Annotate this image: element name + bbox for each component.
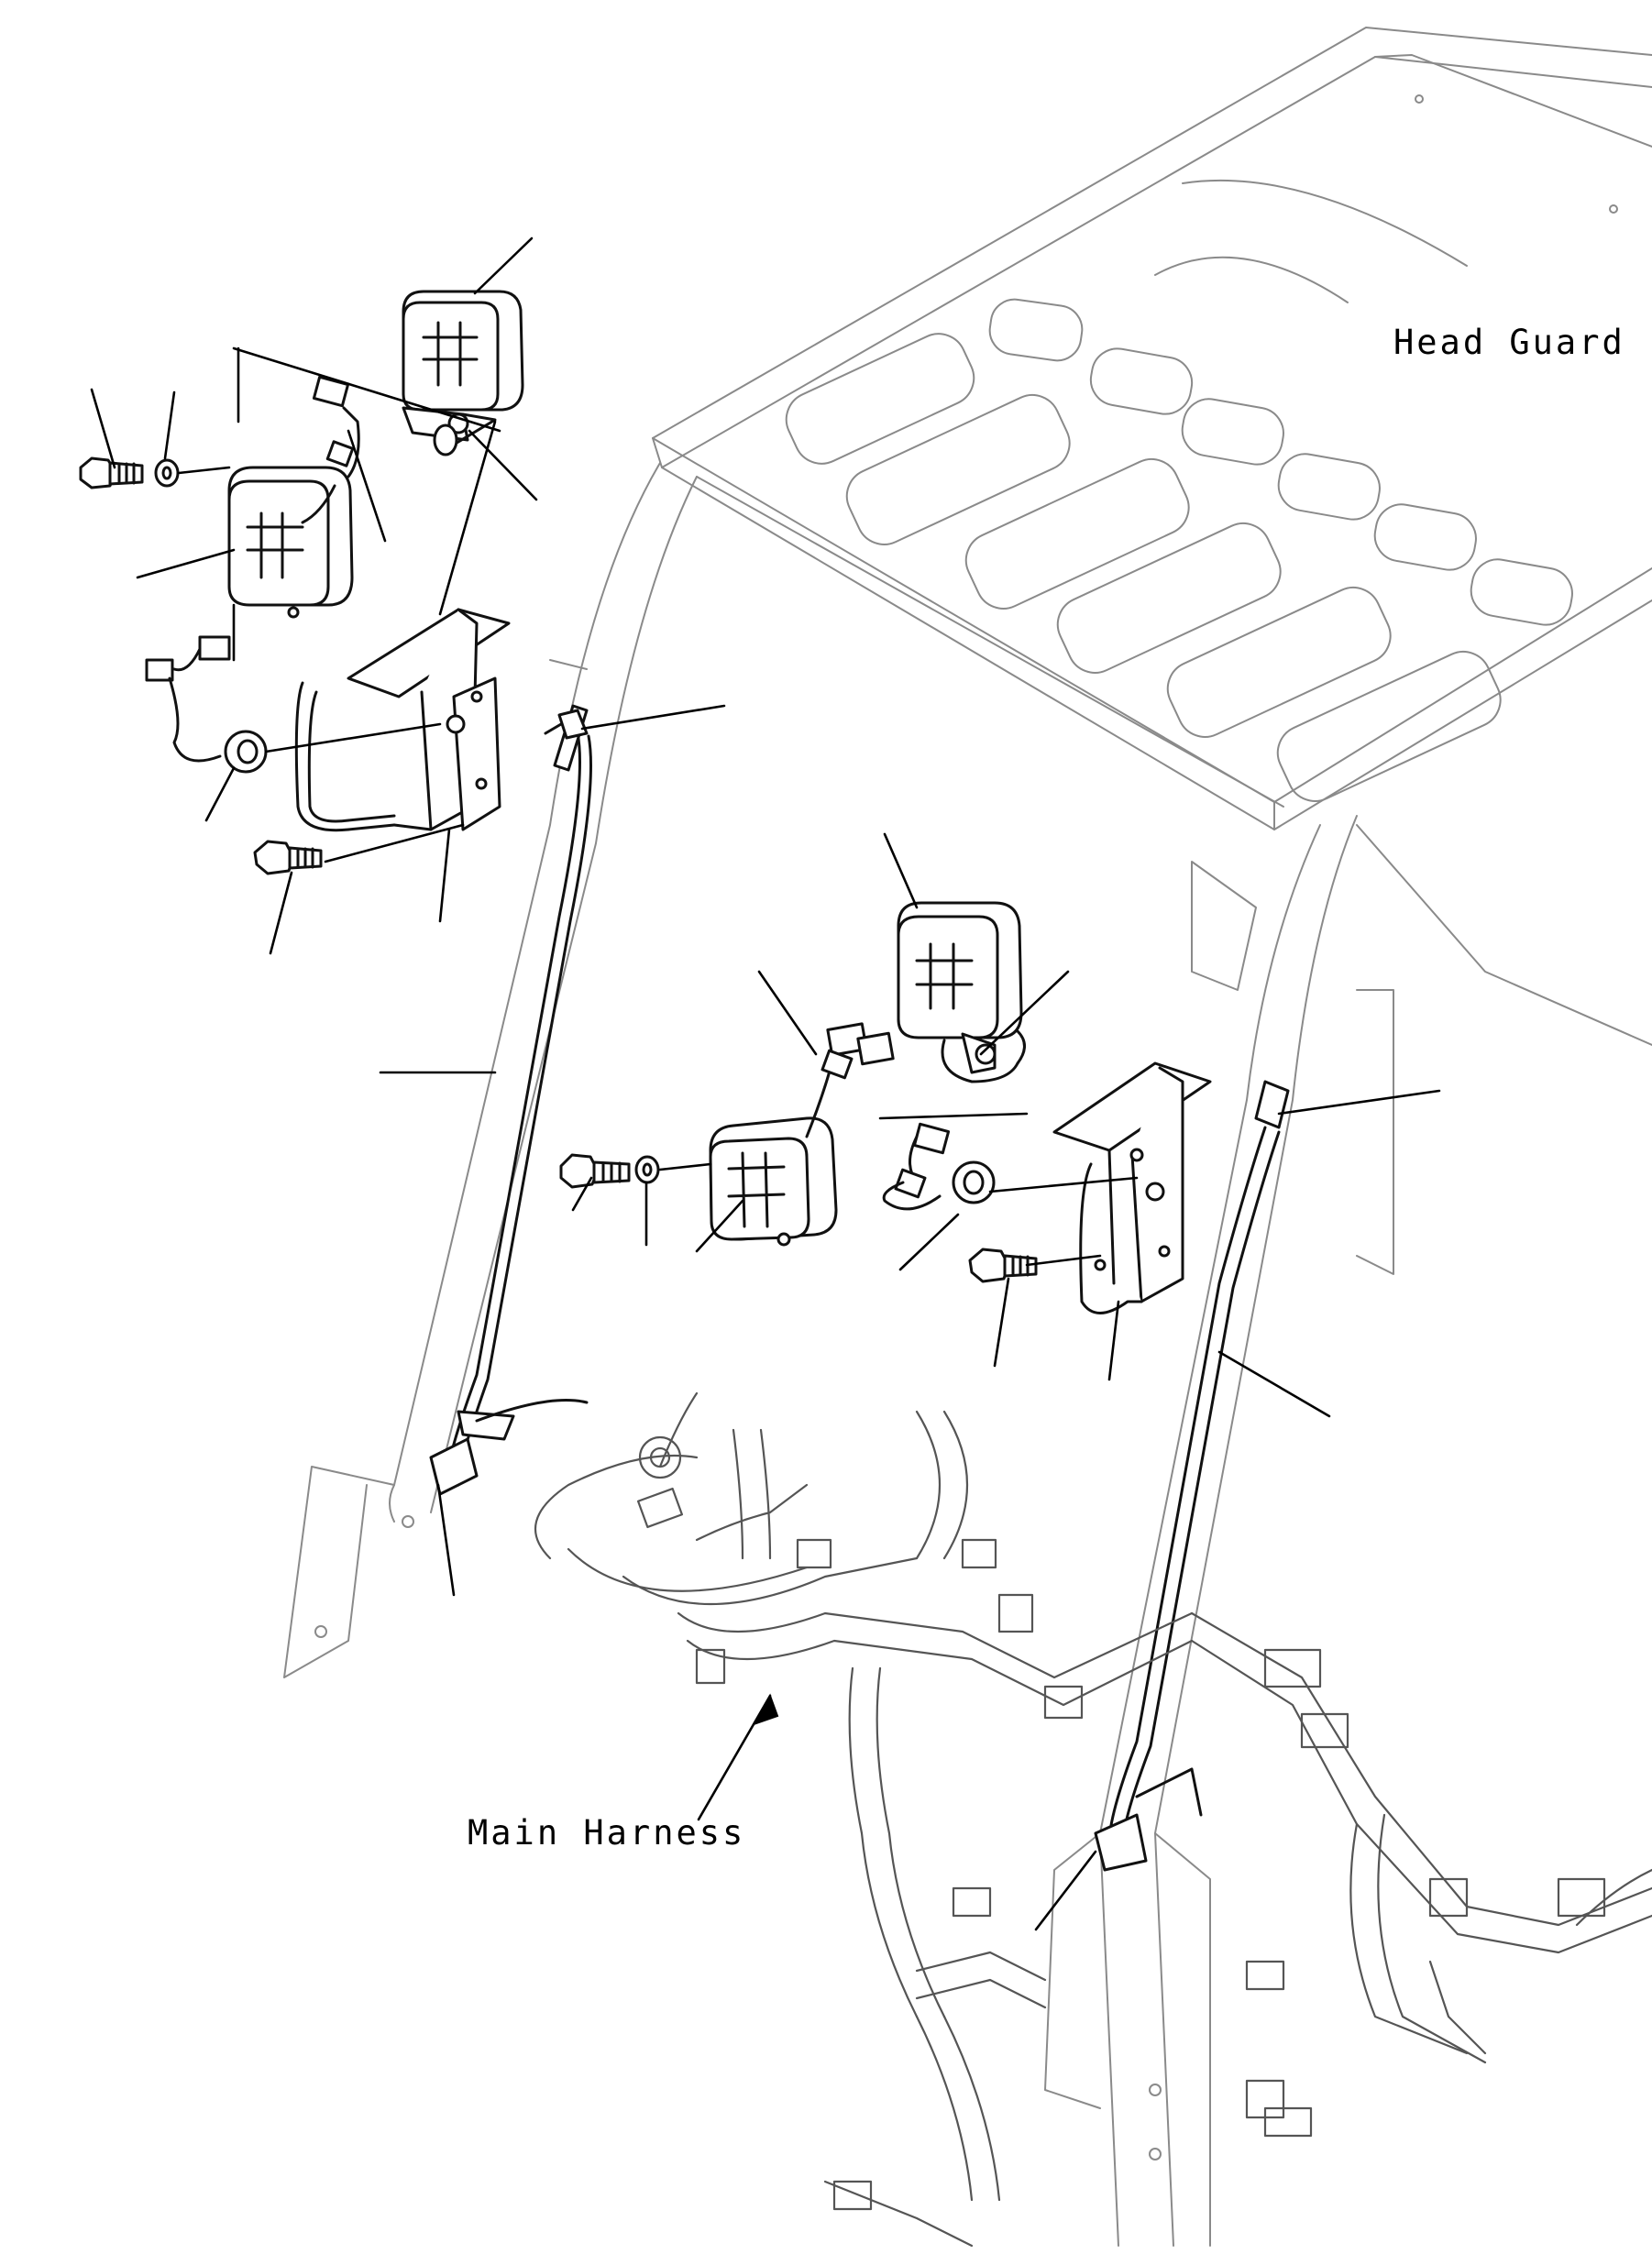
bolt-right-bracket bbox=[968, 1248, 1038, 1283]
roof-slots bbox=[785, 298, 1573, 802]
harness-clip-left bbox=[544, 709, 589, 740]
lamp-connector-center bbox=[805, 1022, 951, 1211]
work-lamp-center bbox=[709, 1116, 838, 1247]
right-pillar bbox=[1044, 815, 1652, 2247]
work-lamp-top-left bbox=[402, 290, 524, 456]
left-pillar bbox=[283, 462, 698, 1678]
lamp-connector-lower-left bbox=[145, 635, 231, 763]
work-lamp-mid-left bbox=[227, 466, 354, 619]
work-lamp-center-top bbox=[897, 901, 1023, 1039]
bracket-left bbox=[294, 608, 511, 832]
washer-top-left bbox=[154, 458, 180, 488]
main-harness bbox=[534, 1391, 1652, 2248]
lamp-harness-left bbox=[429, 704, 592, 1496]
leader-lines bbox=[90, 236, 1441, 1931]
grommet-center bbox=[952, 1160, 996, 1204]
head-guard-label: Head Guard bbox=[1393, 323, 1625, 362]
lamp-harness-right bbox=[1094, 1080, 1290, 1872]
bracket-right bbox=[1052, 1061, 1212, 1314]
main-harness-label: Main Harness bbox=[468, 1813, 745, 1853]
lamp-connector-top-left bbox=[301, 375, 360, 524]
bolt-center bbox=[559, 1153, 631, 1189]
bolt-top-left bbox=[79, 456, 144, 489]
grommet-left bbox=[224, 730, 268, 774]
head-guard-roof bbox=[652, 27, 1652, 830]
lamp-mount-ring-center bbox=[941, 1029, 1026, 1083]
washer-center bbox=[634, 1155, 660, 1184]
bolt-left-bracket bbox=[253, 840, 323, 875]
